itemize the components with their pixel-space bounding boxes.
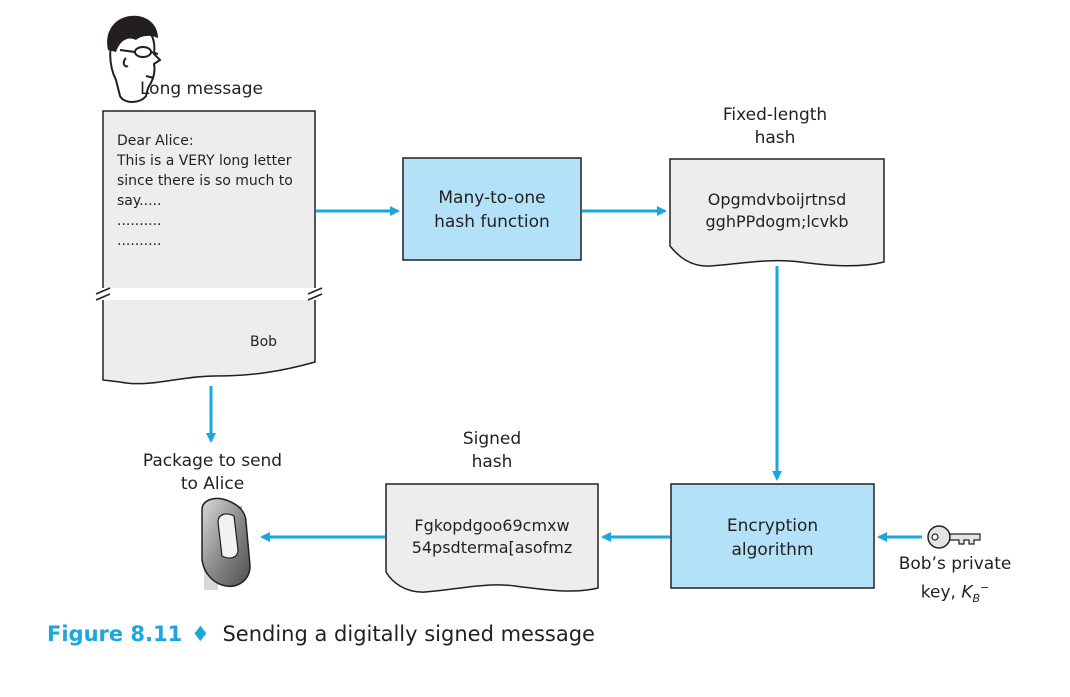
private-key-subscript: B [972, 592, 981, 606]
figure-number: Figure 8.11 [47, 622, 183, 646]
long-message-label: Long message [140, 79, 263, 99]
private-key-icon [927, 525, 981, 549]
figure-caption: Figure 8.11 ♦ Sending a digitally signed… [47, 622, 595, 646]
package-label: Package to send to Alice [130, 450, 295, 496]
hash-function-box [402, 157, 582, 261]
hash-function-line1: Many-to-one [438, 188, 546, 208]
encryption-text: Encryption algorithm [671, 514, 874, 562]
private-key-label-prefix: key, [920, 582, 962, 603]
caption-text: Sending a digitally signed message [222, 622, 595, 646]
private-key-label-line2: key, KB− [890, 576, 1020, 610]
signed-hash-label: Signed hash [432, 428, 552, 474]
package-label-line1: Package to send [142, 451, 283, 471]
letter-line: since there is so much to [117, 173, 293, 189]
letter-paper [102, 110, 316, 385]
private-key-label: Bob’s private key, KB− [890, 553, 1020, 610]
signed-hash-line2: 54psdterma[asofmz [411, 538, 573, 557]
private-key-label-line1: Bob’s private [898, 554, 1012, 574]
fixed-hash-label-line1: Fixed-length [722, 105, 828, 125]
encryption-line1: Encryption [726, 516, 819, 536]
encryption-box [670, 483, 875, 589]
signed-hash-paper [385, 483, 599, 593]
fixed-hash-line1: Opgmdvboijrtnsd [707, 190, 847, 209]
caption-diamond: ♦ [190, 622, 210, 646]
mailbox-icon [201, 497, 251, 590]
hash-function-line2: hash function [434, 212, 550, 232]
fixed-hash-label: Fixed-length hash [700, 104, 850, 150]
package-label-line2: to Alice [180, 474, 245, 494]
letter-break-marks [95, 287, 323, 301]
letter-signature: Bob [250, 334, 278, 350]
letter-line: This is a VERY long letter [117, 153, 292, 169]
signed-hash-value: Fgkopdgoo69cmxw 54psdterma[asofmz [386, 515, 598, 559]
bob-head-icon [107, 15, 162, 103]
signed-hash-label-line2: hash [471, 452, 513, 472]
letter-line: .......... [117, 213, 162, 229]
hash-function-text: Many-to-one hash function [403, 186, 581, 234]
letter-line: say..... [117, 193, 162, 209]
fixed-hash-paper [669, 158, 885, 267]
signed-hash-label-line1: Signed [462, 429, 522, 449]
fixed-hash-value: Opgmdvboijrtnsd gghPPdogm;lcvkb [670, 189, 884, 233]
letter-body: Dear Alice: This is a VERY long letter s… [117, 131, 312, 251]
fixed-hash-label-line2: hash [754, 128, 796, 148]
letter-line: .......... [117, 233, 162, 249]
private-key-superscript: − [980, 581, 990, 594]
encryption-line2: algorithm [731, 540, 814, 560]
private-key-symbol: K [961, 582, 973, 603]
signed-hash-line1: Fgkopdgoo69cmxw [414, 516, 570, 535]
fixed-hash-line2: gghPPdogm;lcvkb [705, 212, 849, 231]
letter-line: Dear Alice: [117, 133, 194, 149]
